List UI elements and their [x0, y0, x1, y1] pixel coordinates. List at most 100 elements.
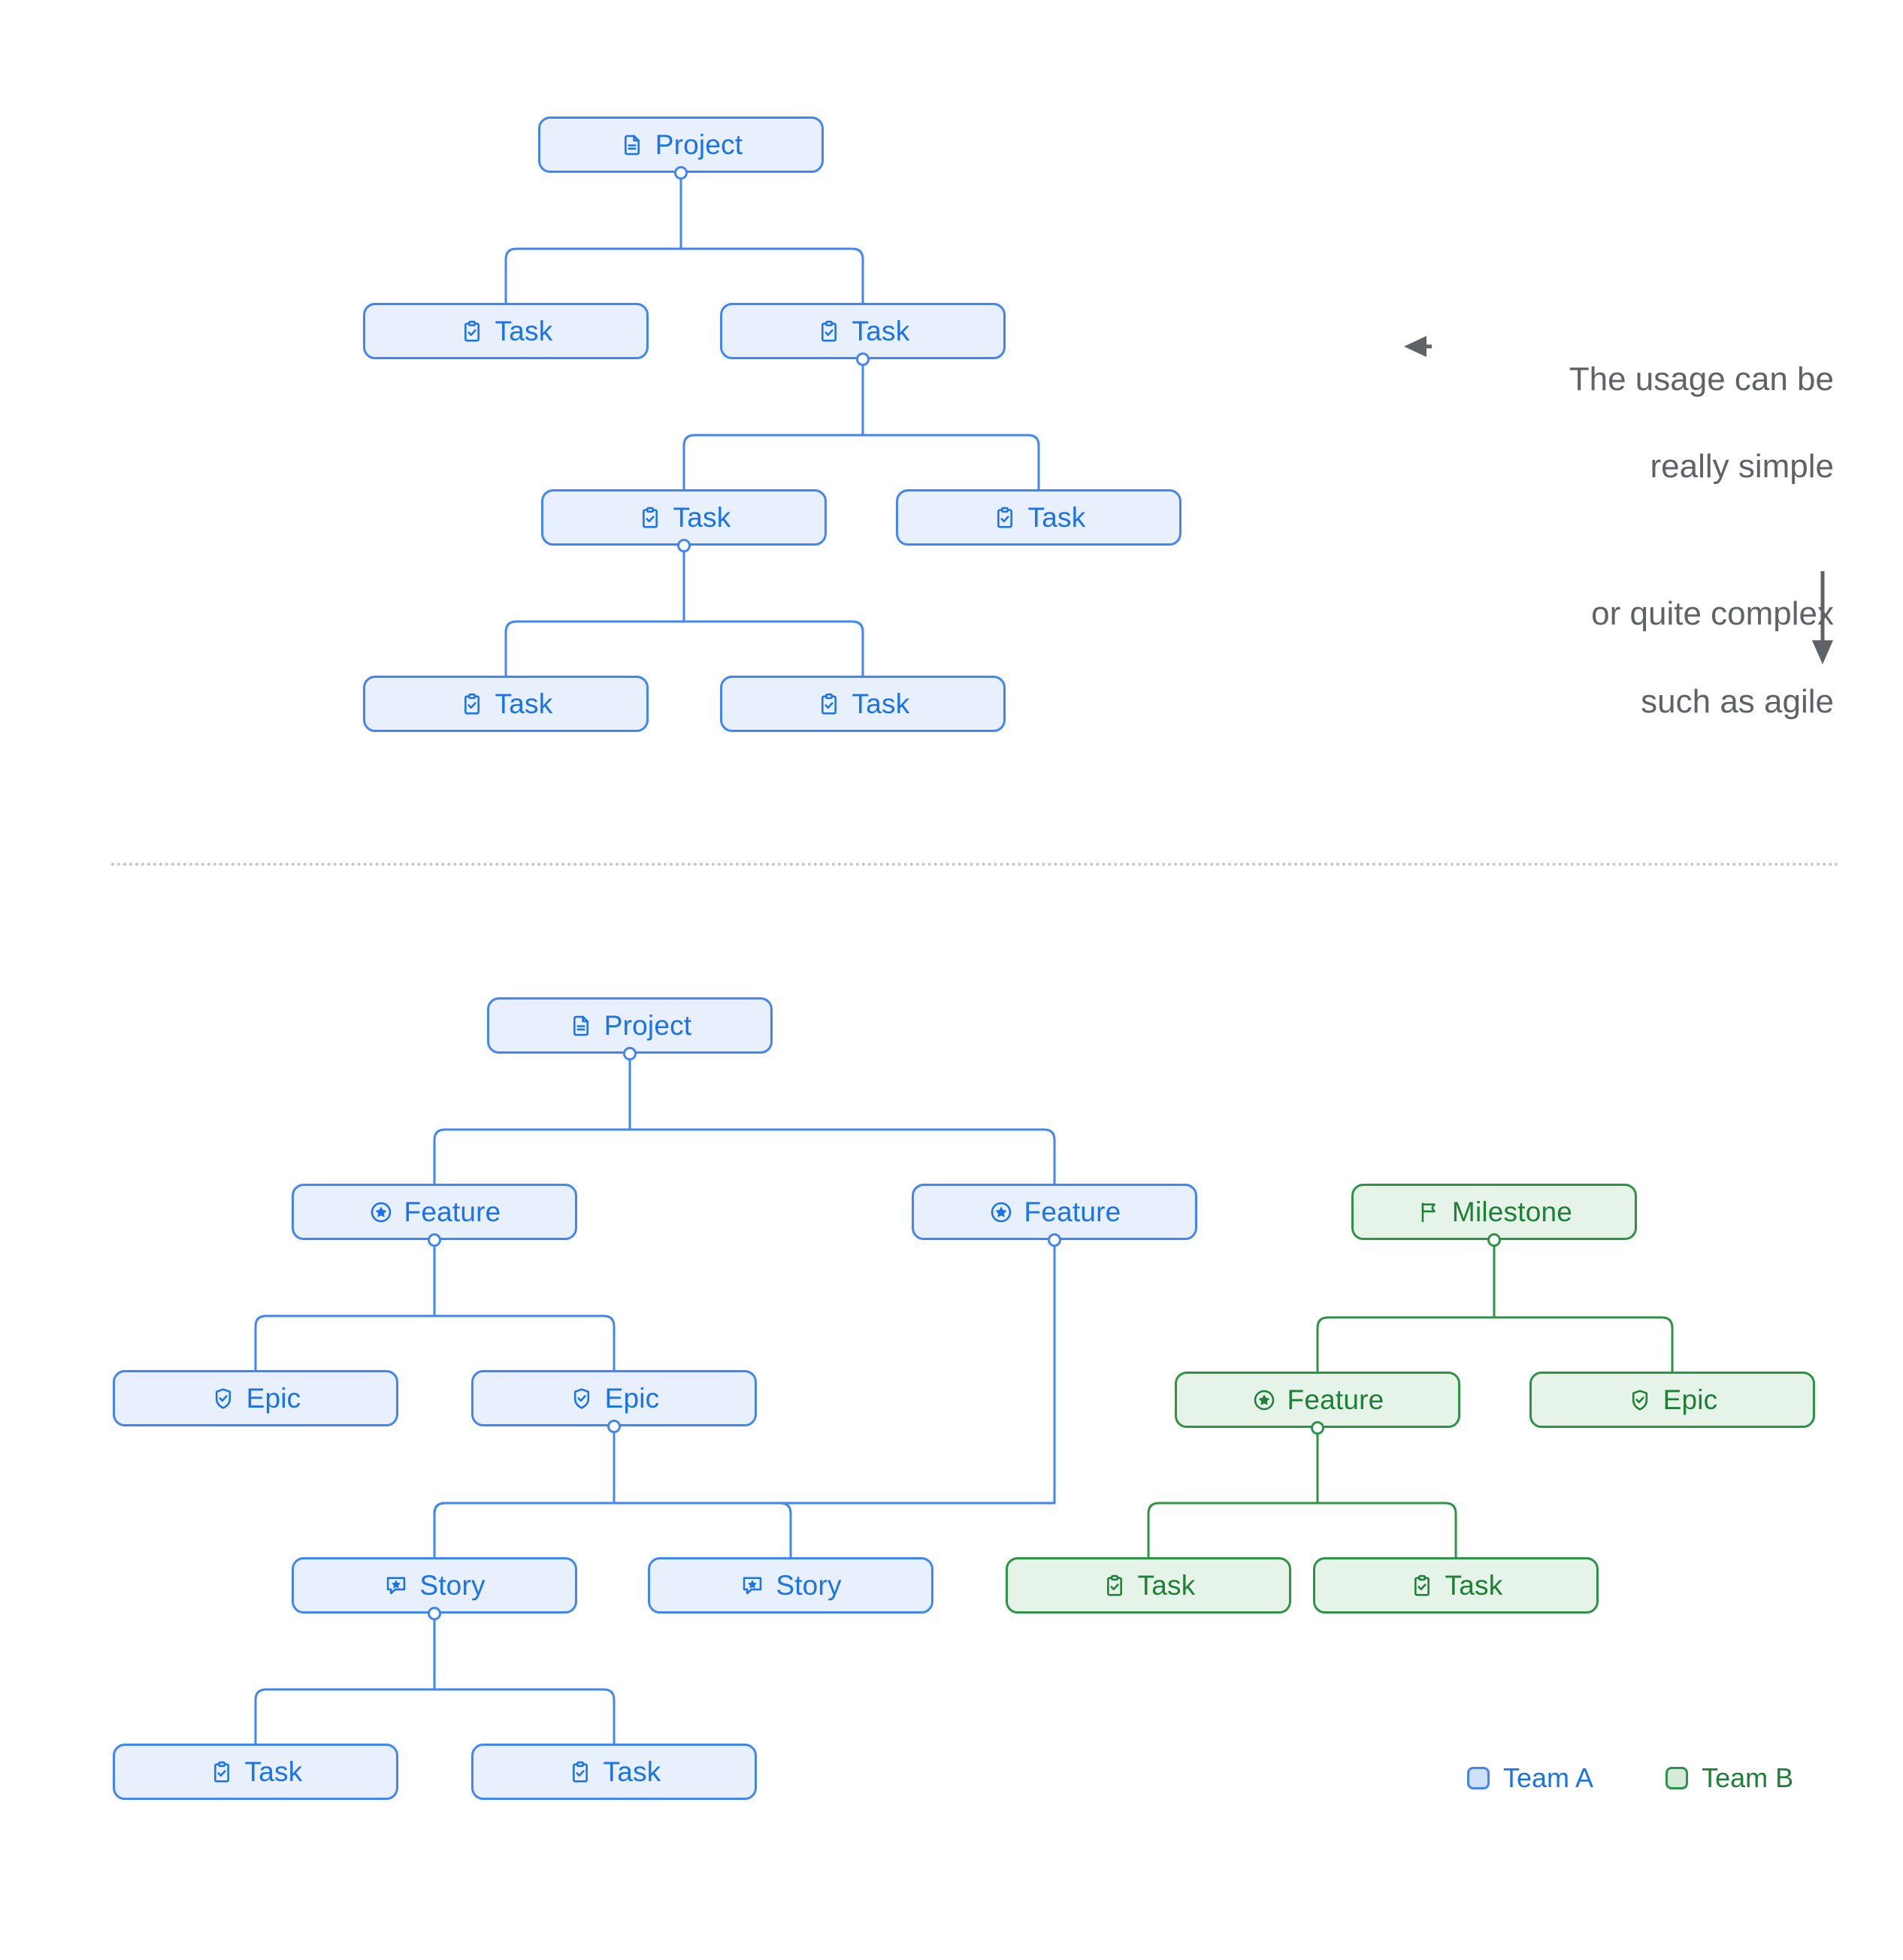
arrow-left-icon: [1404, 336, 1432, 357]
node-task[interactable]: Task: [720, 303, 1006, 359]
connector-port: [1487, 1233, 1501, 1247]
node-project[interactable]: Project: [487, 997, 773, 1054]
annotation-text: The usage can be really simple or quite …: [1451, 314, 1834, 767]
annotation-line-3: or quite complex: [1591, 595, 1834, 633]
clipboard-check-icon: [459, 691, 485, 717]
edge-a6-a10: [1147, 1426, 1319, 1559]
node-milestone[interactable]: Milestone: [1351, 1184, 1637, 1240]
node-label: Project: [655, 129, 743, 160]
node-label: Story: [419, 1569, 486, 1601]
node-label: Epic: [246, 1382, 301, 1414]
connector-port: [677, 539, 691, 552]
node-label: Story: [776, 1569, 842, 1601]
star-circle-icon: [1251, 1387, 1277, 1413]
legend-label-team-a: Team A: [1503, 1762, 1594, 1793]
node-label: Feature: [404, 1196, 501, 1227]
node-task[interactable]: Task: [1006, 1557, 1291, 1614]
edge-s3-s5: [504, 544, 685, 677]
node-label: Task: [1027, 501, 1086, 533]
node-label: Feature: [1024, 1196, 1121, 1227]
edge-a3-a6: [1316, 1239, 1496, 1373]
clipboard-check-icon: [637, 505, 663, 531]
node-label: Epic: [604, 1382, 660, 1414]
edge-a0-a2: [628, 1052, 1056, 1185]
edge-s3-s6: [682, 544, 864, 677]
star-circle-icon: [368, 1199, 394, 1225]
node-epic[interactable]: Epic: [471, 1370, 757, 1426]
node-label: Task: [1445, 1569, 1503, 1601]
connector-port: [428, 1607, 441, 1620]
edge-a0-a1: [433, 1052, 631, 1185]
connector-port: [607, 1420, 621, 1433]
connector-port: [856, 352, 870, 366]
node-label: Task: [495, 315, 553, 346]
node-task[interactable]: Task: [896, 489, 1181, 546]
node-label: Task: [244, 1756, 303, 1787]
node-label: Task: [1137, 1569, 1196, 1601]
node-feature[interactable]: Feature: [1175, 1372, 1460, 1428]
legend-swatch-team-a: [1467, 1767, 1490, 1789]
legend-label-team-b: Team B: [1702, 1762, 1794, 1793]
shield-check-icon: [1627, 1387, 1653, 1413]
shield-check-icon: [569, 1386, 594, 1411]
comment-star-icon: [740, 1573, 765, 1599]
node-task[interactable]: Task: [363, 676, 649, 732]
clipboard-check-icon: [1102, 1573, 1127, 1599]
annotation-line-1: The usage can be: [1569, 361, 1834, 398]
edge-a8-a12: [254, 1612, 436, 1745]
clipboard-check-icon: [816, 691, 842, 717]
legend-item-team-b[interactable]: Team B: [1666, 1762, 1793, 1794]
flag-icon: [1416, 1199, 1442, 1225]
edge-s2-s4: [861, 358, 1040, 491]
edge-a1-a5: [433, 1239, 616, 1372]
edge-a3-a7: [1493, 1239, 1674, 1373]
edge-a5-a9: [613, 1425, 792, 1559]
node-label: Milestone: [1451, 1196, 1573, 1227]
clipboard-check-icon: [567, 1759, 593, 1785]
document-icon: [568, 1013, 594, 1039]
node-task[interactable]: Task: [1313, 1557, 1599, 1614]
connector-port: [674, 166, 688, 180]
node-task[interactable]: Task: [720, 676, 1006, 732]
node-label: Task: [495, 688, 553, 719]
edge-a8-a13: [433, 1612, 616, 1745]
document-icon: [619, 132, 645, 158]
node-label: Project: [604, 1009, 692, 1041]
node-story[interactable]: Story: [648, 1557, 933, 1614]
clipboard-check-icon: [1409, 1573, 1435, 1599]
clipboard-check-icon: [459, 319, 485, 344]
edge-s0-s2: [679, 171, 864, 304]
edge-a1-a4: [254, 1239, 436, 1372]
star-circle-icon: [988, 1199, 1014, 1225]
node-feature[interactable]: Feature: [292, 1184, 577, 1240]
connector-port: [428, 1233, 441, 1247]
edge-s2-s3: [682, 358, 864, 491]
node-task[interactable]: Task: [363, 303, 649, 359]
node-task[interactable]: Task: [541, 489, 827, 546]
node-label: Feature: [1287, 1384, 1384, 1415]
section-divider: [111, 863, 1840, 866]
node-epic[interactable]: Epic: [1529, 1372, 1815, 1428]
node-story[interactable]: Story: [292, 1557, 577, 1614]
annotation-line-2: really simple: [1650, 448, 1834, 485]
annotation-line-4: such as agile: [1641, 682, 1834, 720]
node-project[interactable]: Project: [538, 116, 824, 173]
edge-s0-s1: [504, 171, 682, 304]
clipboard-check-icon: [816, 319, 842, 344]
clipboard-check-icon: [992, 505, 1018, 531]
node-label: Task: [673, 501, 731, 533]
edge-a5-a8: [433, 1425, 616, 1559]
node-feature[interactable]: Feature: [912, 1184, 1197, 1240]
legend-item-team-a[interactable]: Team A: [1467, 1762, 1593, 1794]
legend: Team A Team B: [1467, 1762, 1793, 1794]
node-label: Task: [603, 1756, 661, 1787]
node-task[interactable]: Task: [113, 1744, 398, 1800]
clipboard-check-icon: [209, 1759, 234, 1785]
node-task[interactable]: Task: [471, 1744, 757, 1800]
connector-port: [623, 1047, 637, 1060]
node-epic[interactable]: Epic: [113, 1370, 398, 1426]
node-label: Task: [852, 688, 910, 719]
